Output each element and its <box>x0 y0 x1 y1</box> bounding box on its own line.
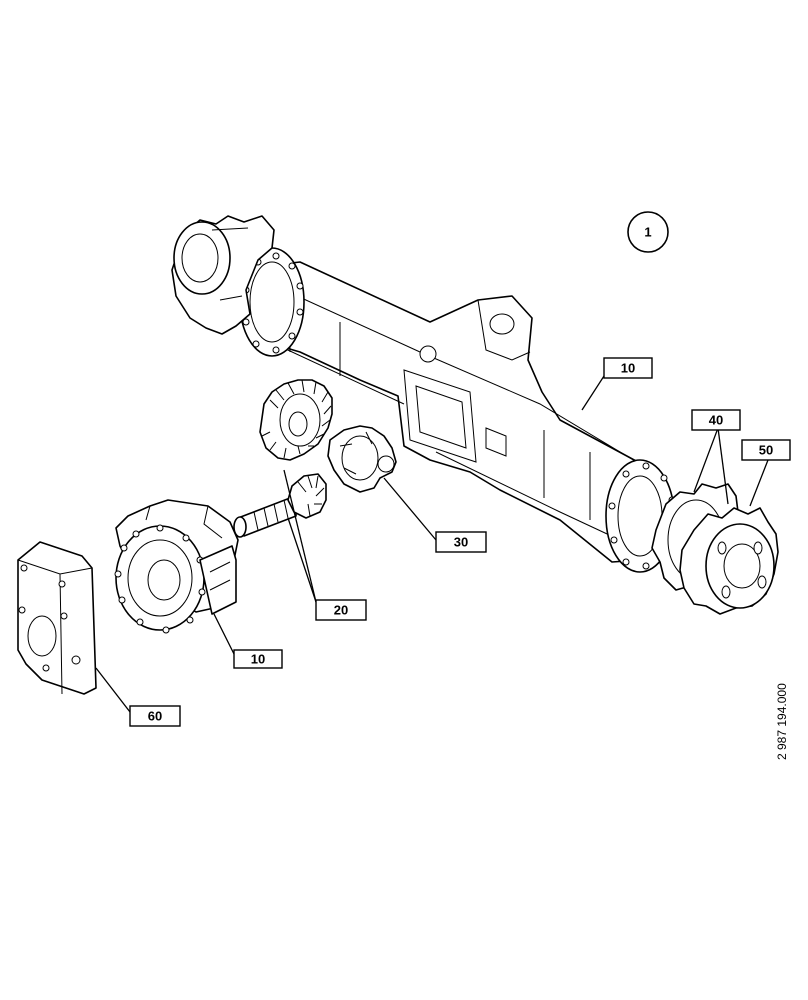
callout-20: 20 <box>315 599 367 621</box>
callout-50: 50 <box>741 439 791 461</box>
callout-40: 40 <box>691 409 741 431</box>
cover-plate <box>17 541 97 695</box>
drive-housing <box>114 499 239 634</box>
reference-code: 2 987 194.000 <box>775 683 789 760</box>
callout-label: 50 <box>759 443 773 458</box>
callout-label: 20 <box>334 603 348 618</box>
differential-carrier <box>327 425 397 493</box>
leader-lines <box>95 375 769 713</box>
right-wheel-hub <box>679 507 779 615</box>
callout-60: 60 <box>129 705 181 727</box>
callout-30: 30 <box>435 531 487 553</box>
figure-index-label: 1 <box>644 225 651 240</box>
callout-10-drive: 10 <box>233 649 283 669</box>
figure-index-badge: 1 <box>627 211 669 253</box>
callout-label: 10 <box>251 652 265 667</box>
pinion-shaft <box>233 473 327 538</box>
ring-gear <box>259 379 333 461</box>
callout-label: 30 <box>454 535 468 550</box>
callout-label: 10 <box>621 361 635 376</box>
left-wheel-hub <box>171 215 275 335</box>
callout-label: 60 <box>148 709 162 724</box>
callout-10-housing: 10 <box>603 357 653 379</box>
callout-label: 40 <box>709 413 723 428</box>
